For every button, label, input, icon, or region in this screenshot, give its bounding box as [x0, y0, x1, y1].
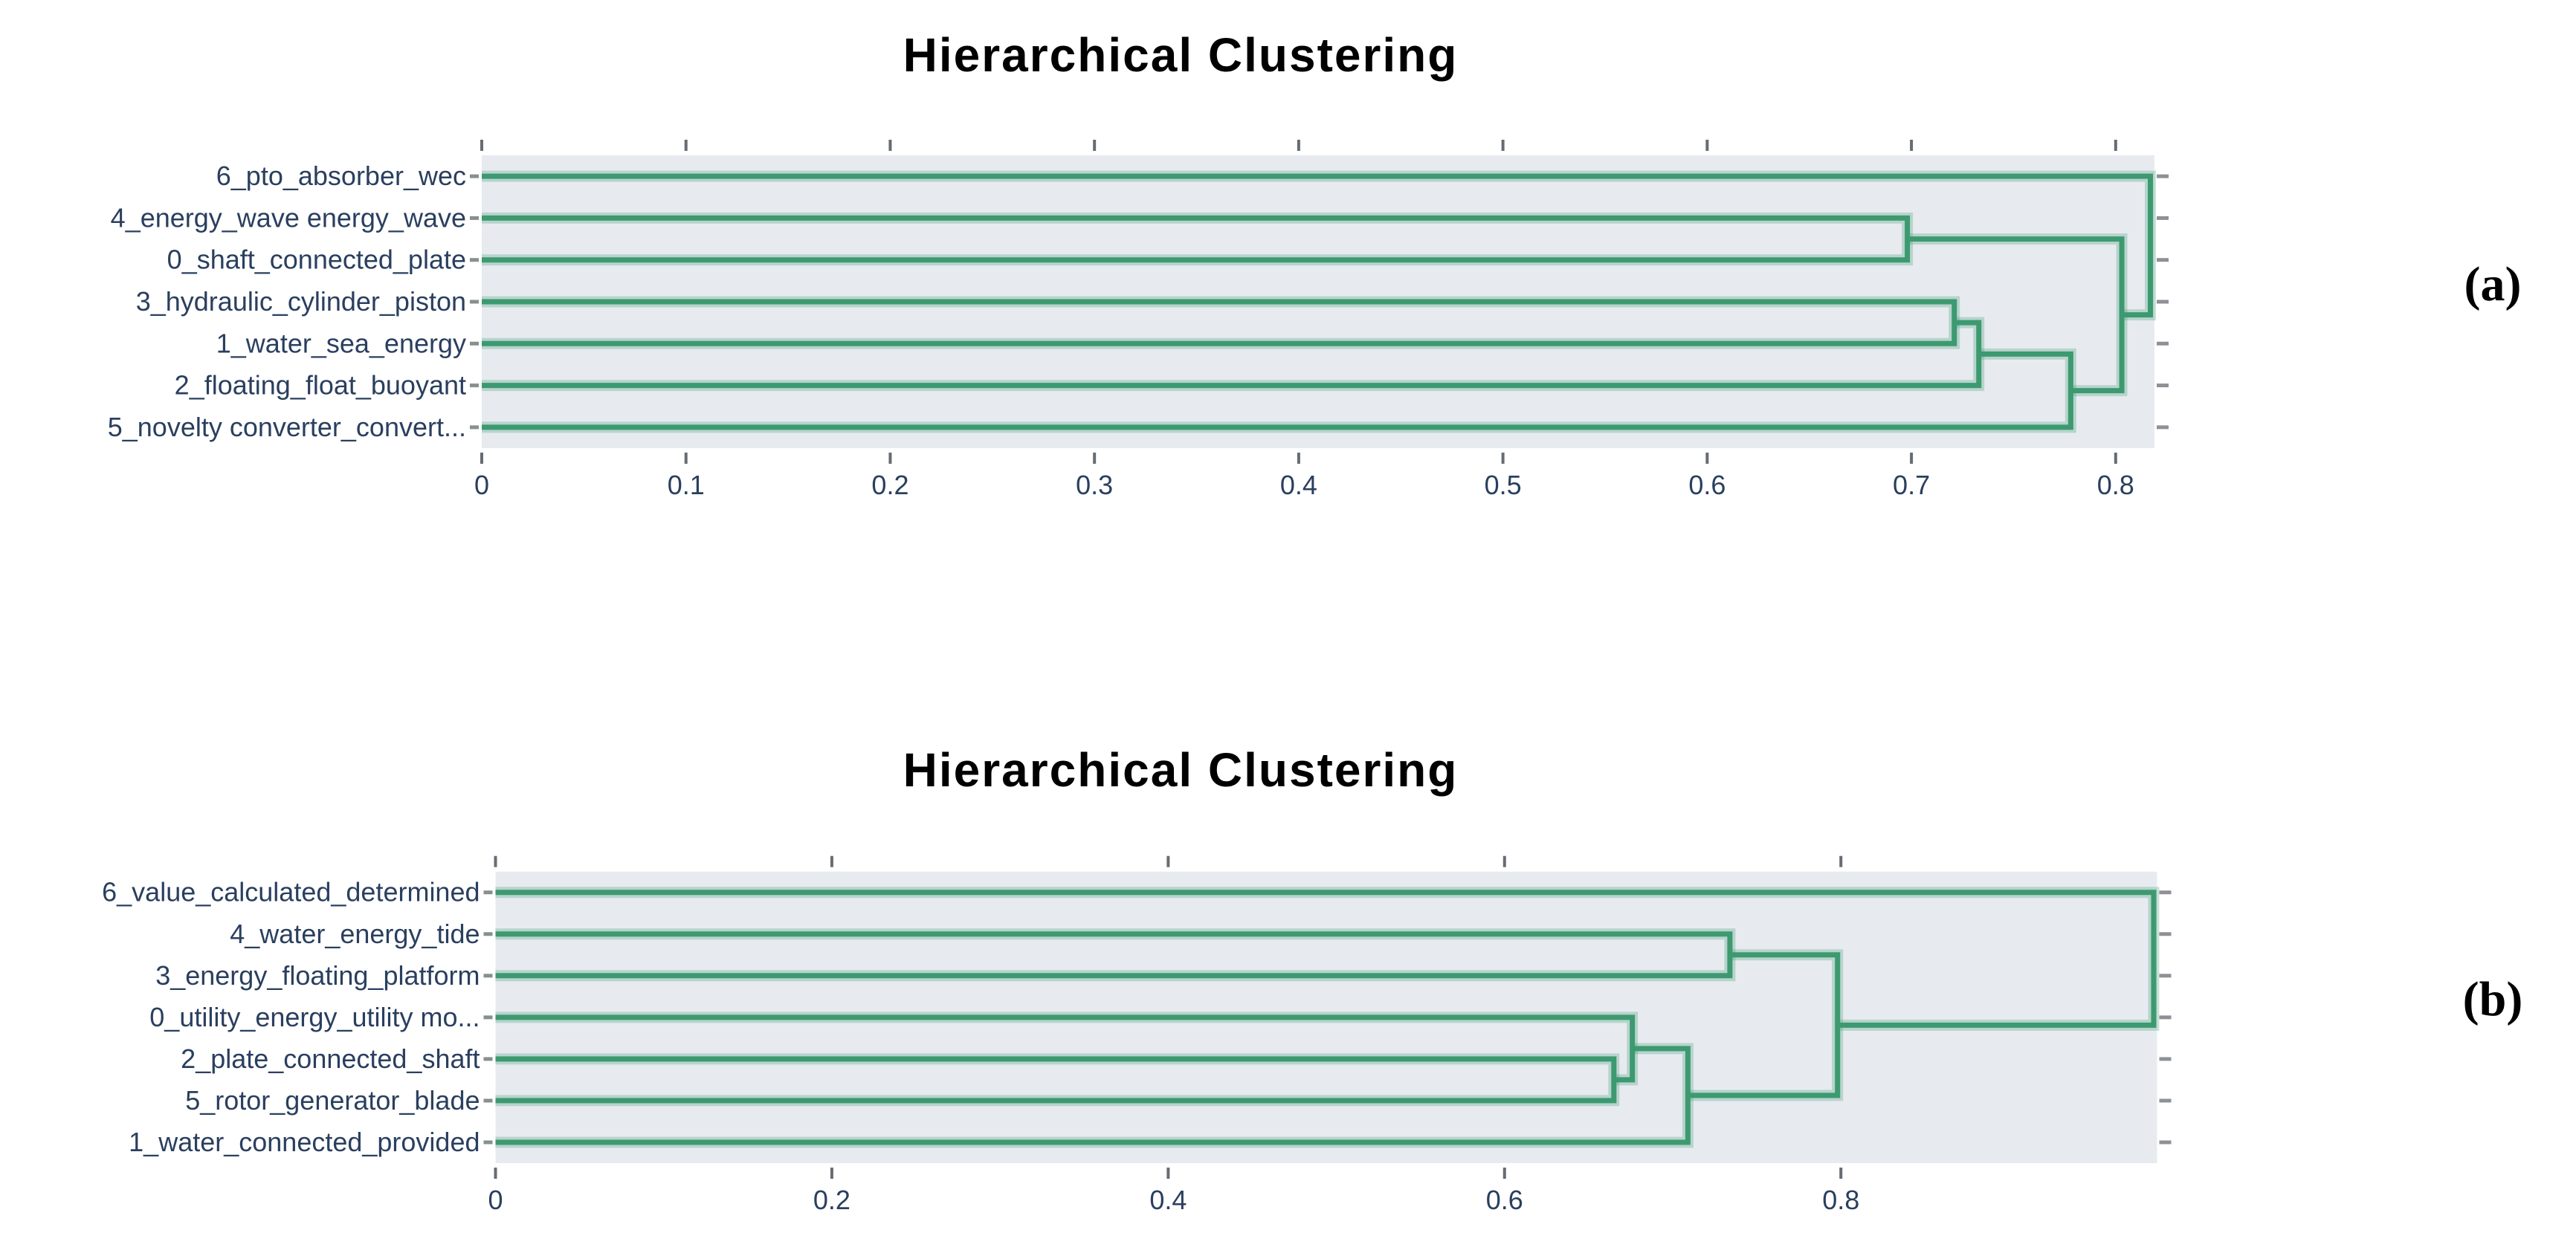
y-axis-label: 6_pto_absorber_wec [216, 161, 466, 191]
dendrogram-link [482, 215, 1911, 263]
y-axis-label: 1_water_sea_energy [216, 328, 466, 358]
x-tick-label: 0 [488, 1185, 503, 1215]
y-axis-label: 0_utility_energy_utility mo... [149, 1002, 480, 1032]
x-tick-label: 0.6 [1688, 470, 1726, 500]
y-axis-label: 4_energy_wave energy_wave [111, 202, 466, 233]
x-tick-label: 0.8 [2097, 470, 2134, 500]
dendrogram-link [482, 351, 2073, 430]
y-axis-label: 4_water_energy_tide [230, 919, 480, 949]
dendrogram-plot-b: 0 0.2 0.4 0.6 0.8 6_value_calculated_determin… [102, 855, 2172, 1215]
chart-title-b: Hierarchical Clustering [903, 743, 1459, 797]
panel-label-b: (b) [2462, 972, 2523, 1026]
panel-label-a: (a) [2464, 257, 2522, 311]
y-axis-label: 5_rotor_generator_blade [185, 1085, 480, 1116]
y-axis-label: 2_plate_connected_shaft [181, 1043, 480, 1074]
x-tick-label: 0.8 [1822, 1185, 1859, 1215]
dendrogram-link [1688, 952, 1841, 1098]
dendrogram-link [495, 1046, 1691, 1145]
dendrogram-link [495, 890, 2157, 1028]
x-tick-label: 0 [474, 470, 489, 500]
dendrogram-link [482, 173, 2154, 318]
x-tick-label: 0.1 [668, 470, 705, 500]
x-tick-label: 0.5 [1485, 470, 1522, 500]
x-tick-label: 0.4 [1149, 1185, 1187, 1215]
chart-title-a: Hierarchical Clustering [903, 28, 1459, 82]
dendrogram-link [1907, 236, 2125, 394]
x-tick-label: 0.4 [1280, 470, 1317, 500]
y-axis-label: 3_hydraulic_cylinder_piston [136, 286, 466, 317]
y-axis-label: 6_value_calculated_determined [102, 877, 480, 907]
y-axis-label: 1_water_connected_provided [129, 1127, 480, 1157]
x-tick-label: 0.2 [871, 470, 908, 500]
dendrogram-plot-a: 0 0.1 0.2 0.3 0.4 0.5 0.6 0.7 0.8 6_pto_absorber_… [108, 140, 2169, 500]
y-axis-label: 0_shaft_connected_plate [167, 245, 466, 275]
x-tick-label: 0.2 [813, 1185, 850, 1215]
x-tick-label: 0.7 [1893, 470, 1930, 500]
x-tick-label: 0.3 [1076, 470, 1113, 500]
y-axis-label: 5_novelty converter_convert... [108, 412, 466, 442]
x-tick-label: 0.6 [1486, 1185, 1523, 1215]
y-axis-label: 2_floating_float_buoyant [175, 370, 466, 401]
dendrogram-link [495, 1014, 1636, 1083]
y-axis-label: 3_energy_floating_platform [155, 960, 480, 991]
